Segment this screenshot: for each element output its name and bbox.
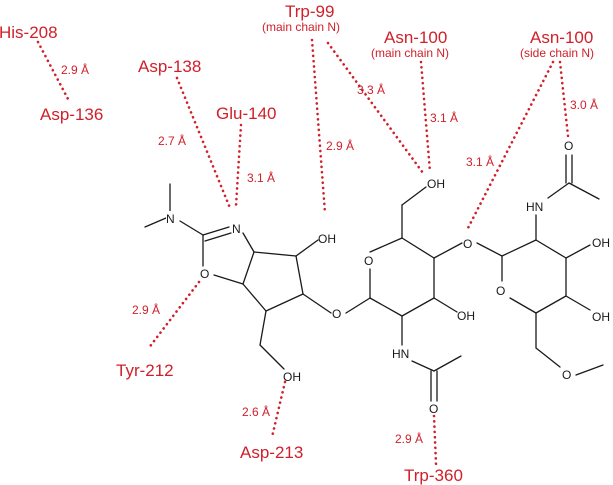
atom-o-ring-2: O xyxy=(364,254,373,268)
bond xyxy=(242,283,267,312)
bond xyxy=(433,242,463,259)
residue-asp213: Asp-213 xyxy=(240,443,303,462)
residue-asn100-main-note: (main chain N) xyxy=(371,46,449,60)
bond xyxy=(202,226,230,236)
bond xyxy=(369,297,403,317)
atom-bg xyxy=(166,211,176,225)
atom-oh-ring-3-a: OH xyxy=(592,236,610,250)
residue-asn100-side-note: (side chain N) xyxy=(520,46,594,60)
bond xyxy=(568,182,600,200)
residue-asp138: Asp-138 xyxy=(138,57,201,76)
distance-his208-asp136: 2.9 Å xyxy=(61,62,89,77)
atom-hn-ring-3: HN xyxy=(526,200,543,214)
hbond-asp213 xyxy=(270,380,287,439)
bond xyxy=(535,295,567,314)
bond xyxy=(401,297,435,317)
distance-glu140: 3.1 Å xyxy=(247,170,275,185)
distance-asp138: 2.7 Å xyxy=(158,133,186,148)
hbond-his208-asp136 xyxy=(36,40,70,101)
atom-o-glycosidic-1: O xyxy=(332,307,341,321)
bond xyxy=(565,295,591,311)
bond xyxy=(213,274,244,285)
hbond-trp360 xyxy=(432,414,438,466)
hbond-asp138 xyxy=(175,76,232,210)
bond xyxy=(401,237,435,259)
residue-his208: His-208 xyxy=(0,23,58,42)
residue-asp136: Asp-136 xyxy=(40,105,103,124)
atom-oh-cyclopentane: OH xyxy=(318,232,336,246)
atom-oh-ring-2: OH xyxy=(457,309,475,323)
residue-glu140: Glu-140 xyxy=(216,104,276,123)
hbond-glu140 xyxy=(234,123,243,208)
bond xyxy=(501,239,537,257)
atom-n-amine: N xyxy=(166,212,175,226)
distance-labels: 2.9 Å 2.7 Å 3.1 Å 2.9 Å 3.3 Å 3.1 Å 3.1 … xyxy=(61,62,598,446)
distance-tyr212: 2.9 Å xyxy=(132,302,160,317)
bond xyxy=(265,293,304,312)
distance-asp213: 2.6 Å xyxy=(242,404,270,419)
bond xyxy=(509,297,537,314)
hbond-asn100-side-carbonyl xyxy=(558,60,570,138)
atom-o-oxazoline: O xyxy=(200,267,209,281)
hbond-tyr212 xyxy=(146,280,201,351)
bond xyxy=(547,182,570,199)
bond xyxy=(535,347,561,368)
bond xyxy=(411,360,435,372)
atom-oh-ring-3-b: OH xyxy=(592,310,610,324)
bond xyxy=(575,364,604,376)
bond xyxy=(242,232,255,253)
molecule-skeleton xyxy=(144,154,604,402)
residue-labels: His-208 Asp-136 Asp-138 Glu-140 Trp-99 (… xyxy=(0,2,594,485)
distance-asn100-side-b: 3.0 Å xyxy=(570,97,598,112)
bond xyxy=(433,355,462,372)
atom-labels: N N O OH OH O O OH OH HN O O O HN O OH O… xyxy=(166,139,610,416)
distance-trp99-a: 2.9 Å xyxy=(326,138,354,153)
bond xyxy=(242,251,255,285)
bond xyxy=(433,297,458,313)
bond xyxy=(476,242,503,257)
bond xyxy=(535,239,567,259)
hbond-trp99-oh-ch2 xyxy=(326,41,425,175)
atom-hn-ring-2: HN xyxy=(392,347,409,361)
hbond-asn100-main xyxy=(419,60,432,174)
distance-asn100-main: 3.1 Å xyxy=(430,110,458,125)
residue-tyr212: Tyr-212 xyxy=(116,361,174,380)
distance-trp99-b: 3.3 Å xyxy=(357,82,385,97)
hbond-asn100-side-o xyxy=(465,60,555,232)
bond xyxy=(204,232,232,242)
atom-o-methoxy: O xyxy=(562,368,571,382)
bond xyxy=(179,220,204,236)
atom-o-ring-3: O xyxy=(496,284,505,298)
atom-oh-ch2-ring-2: OH xyxy=(427,177,445,191)
hydrogen-bonds xyxy=(36,38,570,466)
residue-trp99: Trp-99 xyxy=(285,2,334,21)
atom-o-carbonyl-3: O xyxy=(564,139,573,153)
bond xyxy=(259,344,285,370)
bond xyxy=(565,244,591,259)
residue-asn100-side: Asn-100 xyxy=(530,28,593,47)
bond xyxy=(401,186,427,206)
bond xyxy=(295,239,319,257)
atom-o-carbonyl-2: O xyxy=(429,402,438,416)
bond xyxy=(259,310,267,346)
residue-asn100-main: Asn-100 xyxy=(384,28,447,47)
residue-trp360: Trp-360 xyxy=(404,466,463,485)
atom-n-ring: N xyxy=(232,222,241,236)
bond xyxy=(295,255,304,295)
bond xyxy=(253,251,297,257)
hbond-trp99-oh xyxy=(310,38,327,215)
distance-asn100-side-a: 3.1 Å xyxy=(466,154,494,169)
atom-oh-ch2: OH xyxy=(283,370,301,384)
distance-trp360: 2.9 Å xyxy=(395,431,423,446)
atom-o-glycosidic-2: O xyxy=(463,237,472,251)
bond xyxy=(144,217,167,228)
bond xyxy=(369,237,403,253)
bond xyxy=(302,293,332,314)
bond xyxy=(345,297,371,314)
residue-trp99-note: (main chain N) xyxy=(262,20,340,34)
